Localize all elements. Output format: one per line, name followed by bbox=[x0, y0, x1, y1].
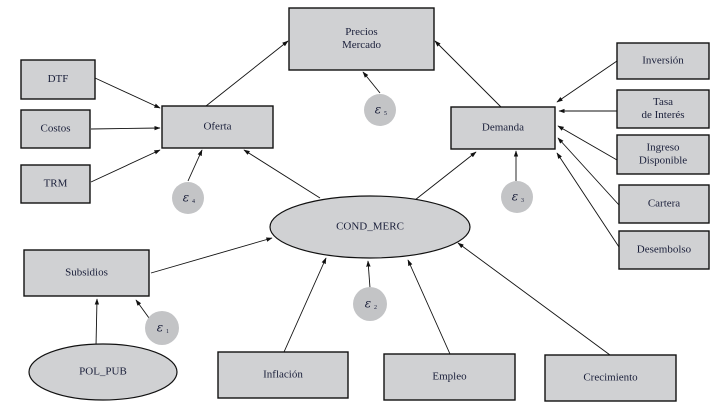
edge-inflacion-to-cond-merc bbox=[283, 257, 327, 353]
subsidios-box bbox=[23, 249, 150, 297]
empleo-box bbox=[383, 353, 516, 401]
edge-e4-to-oferta bbox=[187, 149, 203, 182]
costos-label: Costos bbox=[41, 123, 71, 135]
trm-box bbox=[20, 164, 91, 204]
edge-cond-merc-to-oferta bbox=[243, 149, 321, 199]
node-crecimiento: Crecimiento bbox=[544, 354, 677, 402]
error-subscript: 3 bbox=[521, 198, 524, 204]
edge-crecimiento-to-cond-merc bbox=[457, 242, 611, 356]
edge-desembolso-to-demanda bbox=[556, 152, 620, 248]
edge-demanda-to-precios bbox=[434, 40, 502, 108]
node-cartera: Cartera bbox=[618, 184, 710, 224]
error-circle bbox=[145, 311, 179, 345]
edges bbox=[90, 40, 620, 356]
tasa-label: de Interés bbox=[641, 109, 684, 121]
pol-pub-label: POL_PUB bbox=[79, 366, 127, 378]
precios-label: Precios bbox=[345, 26, 377, 38]
node-subsidios: Subsidios bbox=[23, 249, 150, 297]
node-demanda: Demanda bbox=[450, 106, 556, 150]
edge-e5-to-precios bbox=[362, 71, 381, 94]
subsidios-label: Subsidios bbox=[65, 267, 108, 279]
error-circle bbox=[353, 287, 387, 321]
tasa-box bbox=[616, 89, 710, 129]
node-oferta: Oferta bbox=[161, 105, 274, 149]
ingreso-box bbox=[616, 134, 710, 175]
error-circle bbox=[501, 181, 533, 213]
node-costos: Costos bbox=[20, 109, 91, 149]
node-trm: TRM bbox=[20, 164, 91, 204]
inversion-label: Inversión bbox=[642, 55, 684, 67]
cartera-label: Cartera bbox=[648, 198, 680, 210]
epsilon-symbol: ε bbox=[365, 297, 371, 311]
node-pol-pub: POL_PUB bbox=[28, 343, 178, 401]
edge-oferta-to-precios bbox=[205, 40, 289, 107]
node-inversion: Inversión bbox=[616, 42, 710, 80]
error-subscript: 2 bbox=[374, 305, 377, 311]
node-dtf: DTF bbox=[20, 59, 96, 100]
dtf-box bbox=[20, 59, 96, 100]
cond-merc-ellipse bbox=[269, 195, 471, 259]
inversion-box bbox=[616, 42, 710, 80]
node-cond-merc: COND_MERC bbox=[269, 195, 471, 259]
trm-label: TRM bbox=[44, 178, 68, 190]
ingreso-label: Ingreso bbox=[647, 142, 680, 154]
edge-inversion-to-demanda bbox=[556, 60, 618, 103]
oferta-box bbox=[161, 105, 274, 149]
crecimiento-box bbox=[544, 354, 677, 402]
empleo-label: Empleo bbox=[432, 371, 467, 383]
edge-e2-to-cond-merc bbox=[366, 260, 371, 289]
node-empleo: Empleo bbox=[383, 353, 516, 401]
inflacion-label: Inflación bbox=[263, 369, 303, 381]
pol-pub-ellipse bbox=[28, 343, 178, 401]
edge-trm-to-oferta bbox=[90, 149, 161, 183]
error-circle bbox=[364, 94, 396, 126]
oferta-label: Oferta bbox=[203, 121, 231, 133]
ingreso-label: Disponible bbox=[639, 155, 687, 167]
node-desembolso: Desembolso bbox=[618, 230, 710, 270]
epsilon-symbol: ε bbox=[512, 190, 518, 204]
cartera-box bbox=[618, 184, 710, 224]
edge-empleo-to-cond-merc bbox=[407, 259, 451, 355]
dtf-label: DTF bbox=[48, 73, 69, 85]
desembolso-box bbox=[618, 230, 710, 270]
edge-costos-to-oferta bbox=[90, 125, 161, 131]
demanda-label: Demanda bbox=[482, 122, 524, 134]
inflacion-box bbox=[217, 351, 349, 399]
node-inflacion: Inflación bbox=[217, 351, 349, 399]
edge-cartera-to-demanda bbox=[557, 137, 620, 206]
cond-merc-label: COND_MERC bbox=[336, 221, 404, 233]
costos-box bbox=[20, 109, 91, 149]
edge-e1-to-subsidios bbox=[135, 299, 150, 319]
edge-pol-pub-to-subsidios bbox=[94, 298, 100, 347]
error-subscript: 1 bbox=[166, 329, 169, 335]
error-circle bbox=[172, 182, 204, 214]
desembolso-label: Desembolso bbox=[637, 244, 692, 256]
precios-box bbox=[288, 7, 435, 71]
error-subscript: 4 bbox=[192, 199, 195, 205]
epsilon-symbol: ε bbox=[157, 321, 163, 335]
crecimiento-label: Crecimiento bbox=[583, 372, 638, 384]
edge-cond-merc-to-demanda bbox=[414, 151, 477, 201]
edge-dtf-to-oferta bbox=[94, 77, 161, 109]
tasa-label: Tasa bbox=[653, 96, 673, 108]
epsilon-symbol: ε bbox=[183, 191, 189, 205]
edge-subsidios-to-cond-merc bbox=[150, 237, 273, 274]
error-subscript: 5 bbox=[384, 111, 387, 117]
edge-ingreso-to-demanda bbox=[557, 125, 618, 161]
epsilon-symbol: ε bbox=[375, 103, 381, 117]
demanda-box bbox=[450, 106, 556, 150]
precios-label: Mercado bbox=[342, 39, 382, 51]
